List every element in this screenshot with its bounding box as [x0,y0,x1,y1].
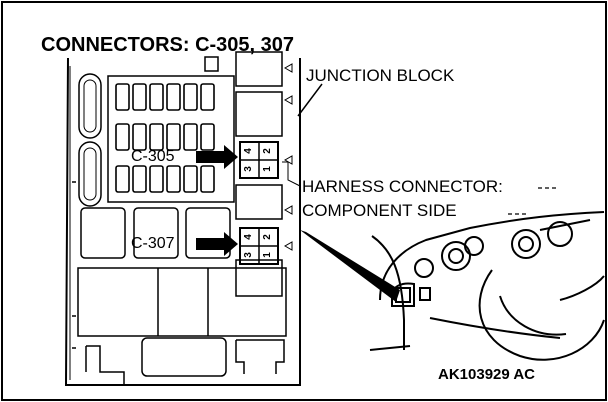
c307-pin-top-left: 4 [243,234,254,240]
c305-label: C-305 [131,148,175,165]
bottom-clip-right [235,339,285,374]
fuse-area [107,75,235,203]
harness-connector-location [395,287,411,303]
c305-pin-bottom-right: 1 [262,166,273,172]
arrow-c305 [196,145,238,169]
relay-slot [133,207,179,259]
c307-pin-top-right: 2 [262,234,273,240]
right-box [235,51,283,87]
bottom-clip [85,345,125,384]
junction-block-label: JUNCTION BLOCK [306,66,455,85]
fuse-row-top [115,83,215,111]
lower-block [77,267,287,337]
c307-label: C-307 [131,235,175,252]
side-triangle [283,63,293,73]
harness-leader [282,161,301,187]
side-triangle [283,205,293,215]
c307-pin-bottom-right: 1 [262,252,273,258]
diagram-title: CONNECTORS: C-305, 307 [41,34,295,56]
fuse-row-middle [115,123,215,151]
c307-pin-bottom-left: 3 [243,252,254,258]
fuse-row-bottom [115,165,215,193]
figure-code: AK103929 AC [438,366,535,383]
side-triangle [283,241,293,251]
callout-wedge [300,230,400,302]
c305-pin-top-right: 2 [262,148,273,154]
harness-connector-label: HARNESS CONNECTOR: [302,177,503,196]
dashboard-sketch [369,211,605,361]
relay-slot [80,207,126,259]
side-triangle [283,95,293,105]
relay-slot [185,207,231,259]
mounting-square [204,56,219,72]
right-box [235,91,283,137]
oval-slot-upper [78,73,102,139]
junction-block-body [64,57,301,386]
oval-slot-upper-inner [83,79,97,133]
junction-block-leader [297,83,323,117]
component-side-label: COMPONENT SIDE [302,201,457,220]
arrow-c307 [196,232,238,256]
oval-slot-lower [78,141,102,207]
right-box [235,259,283,297]
right-box [235,184,283,220]
oval-slot-lower-inner [83,147,97,201]
c305-pin-bottom-left: 3 [243,166,254,172]
c305-pin-top-left: 4 [243,148,254,154]
bottom-slot [141,337,227,377]
